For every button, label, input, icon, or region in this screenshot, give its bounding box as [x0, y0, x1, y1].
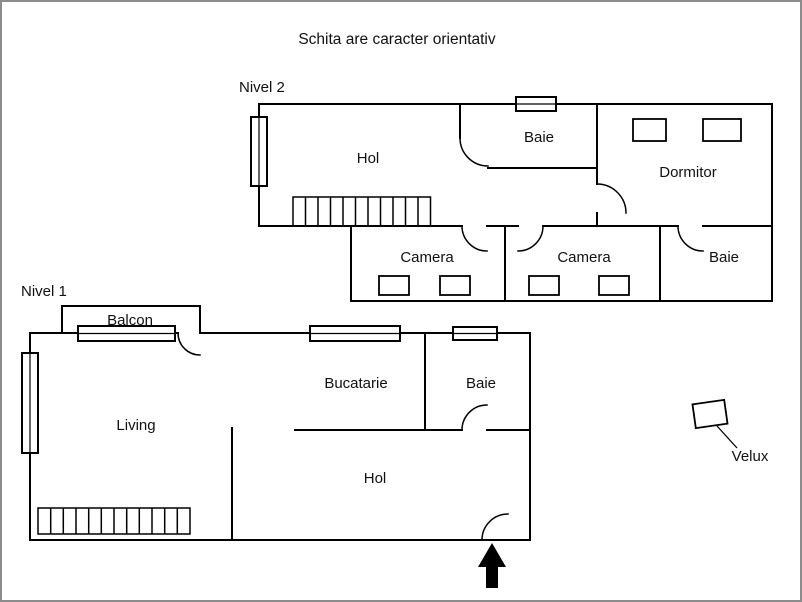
room-label-camera1: Camera [400, 249, 454, 266]
level2-outer-wall [258, 103, 773, 302]
room-label-baie-bottom-l2: Baie [709, 249, 739, 266]
room-label-hol-l1: Hol [364, 470, 387, 487]
velux-symbol [691, 398, 729, 430]
level2-door-arcs [459, 137, 704, 252]
level1-interior-walls [231, 332, 531, 541]
level2-label: Nivel 2 [239, 79, 285, 96]
velux-annotation [691, 398, 738, 449]
level1-plan [21, 305, 531, 541]
room-label-hol-l2: Hol [357, 150, 380, 167]
camera2-roof-window-1 [528, 275, 560, 296]
velux-pointer-line [716, 425, 738, 449]
level1-stairs [37, 507, 191, 535]
level1-door-arcs [177, 332, 509, 541]
camera1-roof-window-1 [378, 275, 410, 296]
velux-label: Velux [732, 448, 769, 465]
page-title: Schita are caracter orientativ [298, 31, 496, 48]
room-label-camera2: Camera [557, 249, 611, 266]
dormitor-roof-window-2 [702, 118, 742, 142]
balcony-wall [61, 305, 201, 334]
level2-stairs [292, 196, 432, 226]
room-label-dormitor: Dormitor [659, 164, 717, 181]
room-label-bucatarie: Bucatarie [324, 375, 387, 392]
room-label-baie-l1: Baie [466, 375, 496, 392]
room-label-balcon: Balcon [107, 312, 153, 329]
level2-interior-walls [350, 103, 773, 302]
level2-plan [250, 96, 773, 302]
entrance-arrow [478, 543, 506, 588]
room-label-living: Living [116, 417, 155, 434]
room-label-baie-top-l2: Baie [524, 129, 554, 146]
dormitor-roof-window-1 [632, 118, 667, 142]
level1-label: Nivel 1 [21, 283, 67, 300]
camera2-roof-window-2 [598, 275, 630, 296]
camera1-roof-window-2 [439, 275, 471, 296]
